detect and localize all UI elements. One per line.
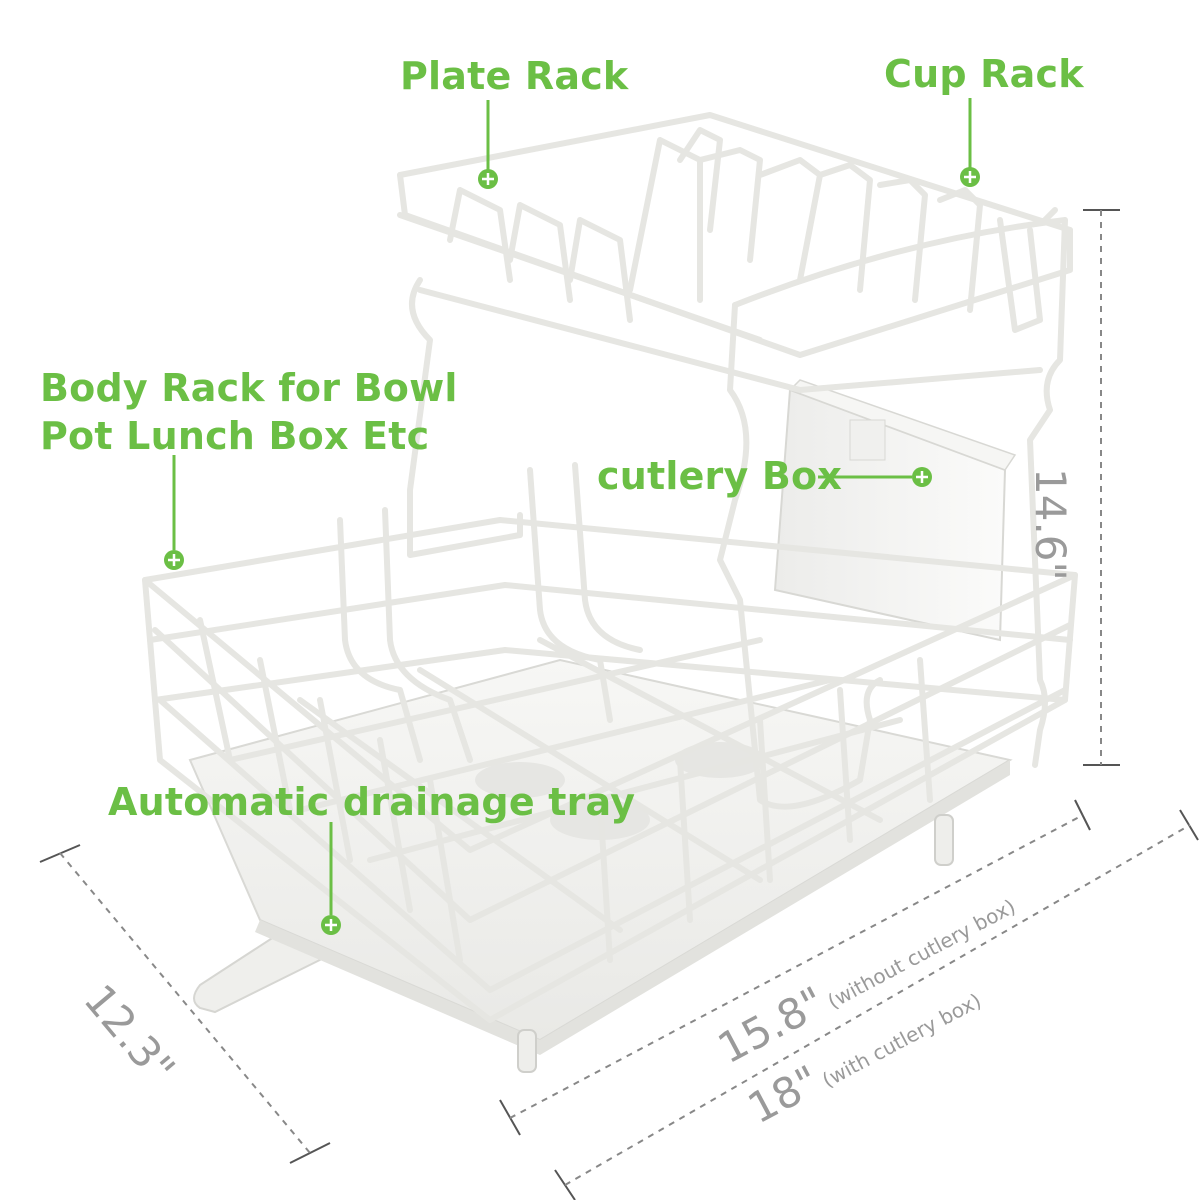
body-rack-label-line1: Body Rack for Bowl (40, 366, 458, 410)
lower-basket (142, 462, 1078, 1023)
callout-markers (164, 167, 980, 935)
height-dimension-label: 14.6" (1026, 468, 1075, 581)
plate-rack-label: Plate Rack (400, 54, 629, 98)
cutlery-box-plus-icon (912, 467, 932, 487)
cup-rack-label: Cup Rack (884, 52, 1084, 96)
cutlery-box-label: cutlery Box (597, 454, 843, 498)
body-rack-label-line2: Pot Lunch Box Etc (40, 414, 430, 458)
drainage-tray-label: Automatic drainage tray (108, 780, 636, 824)
drainage-tray-plus-icon (321, 915, 341, 935)
cup-rack-plus-icon (960, 167, 980, 187)
plate-rack-plus-icon (478, 169, 498, 189)
callout-leaders (172, 98, 972, 915)
body-rack-plus-icon (164, 550, 184, 570)
dimension-lines (39, 209, 1199, 1200)
upper-rack (397, 112, 1073, 810)
rack-feet (517, 814, 954, 1073)
cutlery-box (773, 379, 1017, 642)
